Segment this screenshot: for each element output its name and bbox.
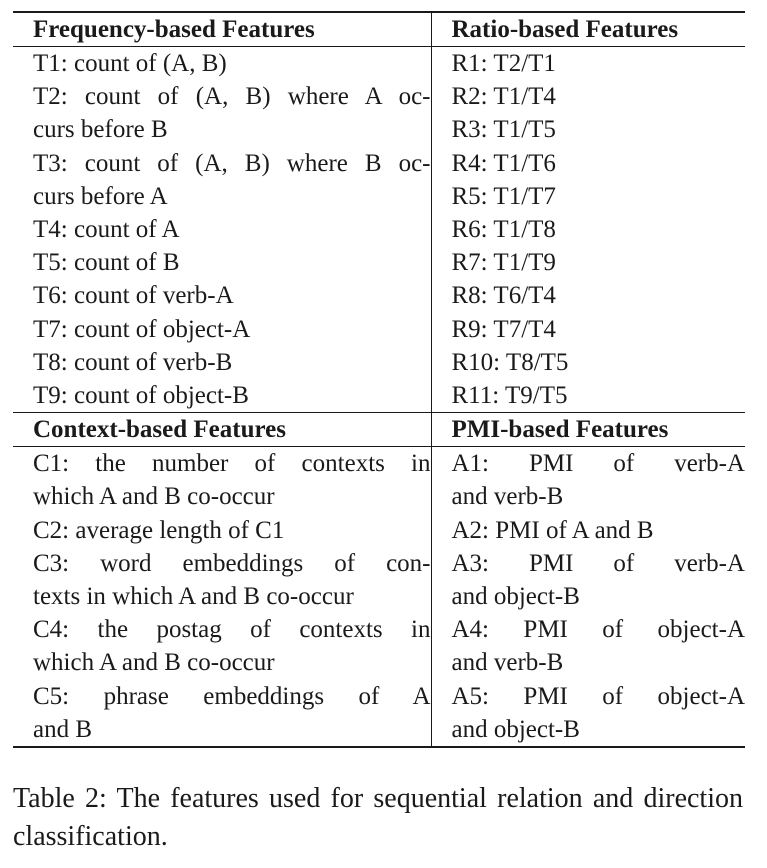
feature-t7: T7: count of object-A — [33, 315, 251, 343]
feature-c5-line2: and B — [33, 715, 93, 743]
feature-r11: R11: T9/T5 — [451, 382, 568, 410]
feature-a1-line1: A1: PMI of verb-A — [451, 450, 746, 478]
feature-a2: A2: PMI of A and B — [451, 516, 654, 544]
feature-c1-line1: C1: the number of contexts in — [33, 450, 431, 478]
frequency-features-cell: T1: count of (A, B) T2: count of (A, B) … — [13, 45, 431, 413]
feature-r3: R3: T1/T5 — [451, 116, 556, 144]
ratio-features-header: Ratio-based Features — [430, 11, 745, 47]
feature-c4-line2: which A and B co-occur — [33, 649, 275, 677]
feature-t2-line2: curs before B — [33, 116, 168, 144]
table-caption: Table 2: The features used for sequentia… — [13, 783, 743, 852]
frequency-features-header: Frequency-based Features — [13, 11, 431, 47]
feature-c5-line1: C5: phrase embeddings of A — [33, 682, 431, 710]
feature-a3-line1: A3: PMI of verb-A — [451, 549, 746, 577]
feature-t2-line1: T2: count of (A, B) where A oc- — [33, 83, 431, 111]
feature-a5-line2: and object-B — [451, 715, 580, 743]
ratio-features-cell: R1: T2/T1 R2: T1/T4 R3: T1/T5 R4: T1/T6 … — [430, 45, 745, 413]
feature-r9: R9: T7/T4 — [451, 315, 556, 343]
feature-c2: C2: average length of C1 — [33, 516, 285, 544]
feature-t6: T6: count of verb-A — [33, 282, 234, 310]
feature-r4: R4: T1/T6 — [451, 149, 556, 177]
feature-a1-line2: and verb-B — [451, 483, 564, 511]
feature-r2: R2: T1/T4 — [451, 83, 556, 111]
feature-t3-line1: T3: count of (A, B) where B oc- — [33, 149, 431, 177]
feature-r6: R6: T1/T8 — [451, 216, 556, 244]
feature-a3-line2: and object-B — [451, 583, 580, 611]
feature-r10: R10: T8/T5 — [451, 348, 569, 376]
feature-r1: R1: T2/T1 — [451, 50, 556, 77]
feature-t3-line2: curs before A — [33, 182, 168, 210]
context-features-cell: C1: the number of contexts in which A an… — [13, 446, 431, 749]
feature-c3-line2: texts in which A and B co-occur — [33, 583, 354, 611]
feature-c1-line2: which A and B co-occur — [33, 483, 275, 511]
feature-c4-line1: C4: the postag of contexts in — [33, 616, 431, 644]
features-table-container: Frequency-based Features Ratio-based Fea… — [13, 11, 746, 749]
feature-a4-line1: A4: PMI of object-A — [451, 616, 746, 644]
features-table: Frequency-based Features Ratio-based Fea… — [13, 11, 746, 749]
feature-a5-line1: A5: PMI of object-A — [451, 682, 746, 710]
feature-c3-line1: C3: word embeddings of con- — [33, 549, 431, 577]
feature-r8: R8: T6/T4 — [451, 282, 556, 310]
feature-t1: T1: count of (A, B) — [33, 50, 227, 77]
context-features-header: Context-based Features — [13, 412, 431, 447]
feature-t4: T4: count of A — [33, 216, 180, 244]
feature-r7: R7: T1/T9 — [451, 249, 556, 277]
feature-t5: T5: count of B — [33, 249, 180, 277]
feature-t8: T8: count of verb-B — [33, 348, 233, 376]
feature-t9: T9: count of object-B — [33, 382, 249, 410]
pmi-features-cell: A1: PMI of verb-A and verb-B A2: PMI of … — [430, 446, 746, 749]
feature-a4-line2: and verb-B — [451, 649, 564, 677]
feature-r5: R5: T1/T7 — [451, 182, 556, 210]
pmi-features-header: PMI-based Features — [430, 412, 745, 447]
